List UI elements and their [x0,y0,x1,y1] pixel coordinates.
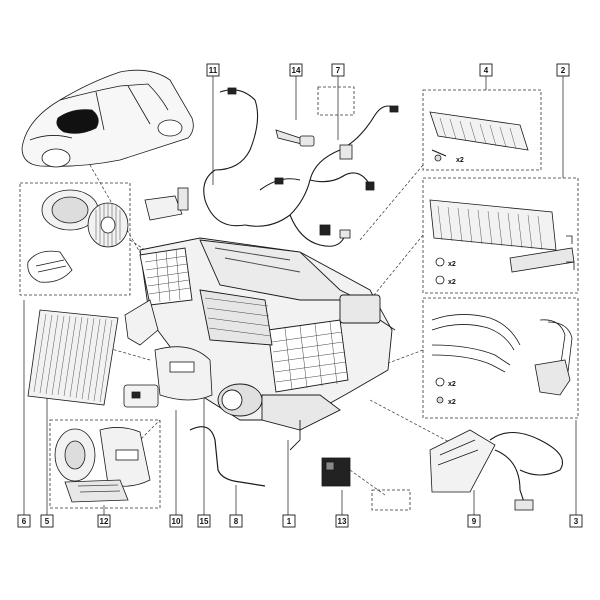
pipe-valve [435,359,571,404]
connector-part-13 [321,457,351,487]
cabin-filter [27,309,119,406]
cable-8 [189,426,266,487]
bracket-part [124,299,159,346]
actuator-connector [514,499,534,511]
group-frame-pipes [422,297,579,419]
evaporator [429,111,529,162]
qty-screw-pipe: x2 [448,399,456,406]
callout-box-13 [335,514,349,528]
blower-motor [27,189,129,283]
callout-number-3: 3 [574,517,579,526]
callout-box-4 [479,63,493,77]
callout-box-5 [40,514,54,528]
callout-box-2 [556,63,570,77]
dash-link-filter [119,419,161,461]
group-frame-evaporator [422,89,542,171]
callout-number-8: 8 [234,517,239,526]
qty-clip-heater-b: x2 [448,279,456,286]
wiring-harness [203,89,399,247]
callout-number-2: 2 [561,66,566,75]
group-frame-blower [19,182,131,296]
dashboard-area-highlight [56,109,99,134]
callout-number-12: 12 [100,517,109,526]
callout-number-14: 14 [292,66,301,75]
hvac-housing [139,237,396,451]
callout-number-1: 1 [287,517,292,526]
callout-box-10 [169,514,183,528]
callout-number-9: 9 [472,517,477,526]
callout-number-15: 15 [200,517,209,526]
group-frame-connector-13 [371,489,411,511]
callout-number-7: 7 [336,66,341,75]
callout-number-13: 13 [338,517,347,526]
dash-link-motor [369,399,456,446]
callout-box-3 [569,514,583,528]
dash-link-13 [349,469,386,496]
filter-housing-parts [54,427,151,503]
dash-link-evap [359,164,424,241]
relay-part-11 [144,187,189,221]
callout-number-11: 11 [209,66,218,75]
callout-number-4: 4 [484,66,489,75]
callout-box-6 [17,514,31,528]
dash-link-heater [369,234,424,301]
actuator-motor [429,429,496,493]
callout-number-10: 10 [172,517,181,526]
sensor-part-14 [275,129,315,147]
callout-box-12 [97,514,111,528]
callout-box-8 [229,514,243,528]
callout-box-15 [197,514,211,528]
heater-core [429,199,575,285]
qty-ring-pipe: x2 [448,381,456,388]
callout-box-7 [331,63,345,77]
actuator-cable [489,431,564,506]
callout-box-14 [289,63,303,77]
sensor-part-10 [123,384,159,408]
qty-screw-evap: x2 [456,157,464,164]
harness-connectors [227,87,399,239]
callout-number-5: 5 [45,517,50,526]
resistor-module [154,346,213,401]
callout-box-11 [206,63,220,77]
callout-number-6: 6 [22,517,27,526]
callout-box-9 [467,514,481,528]
group-frame-connector [317,86,355,116]
group-frame-filter-housing [49,419,161,509]
coolant-pipes [431,314,573,373]
callout-box-1 [282,514,296,528]
qty-clip-heater-a: x2 [448,261,456,268]
vehicle-location-sketch [21,69,194,168]
